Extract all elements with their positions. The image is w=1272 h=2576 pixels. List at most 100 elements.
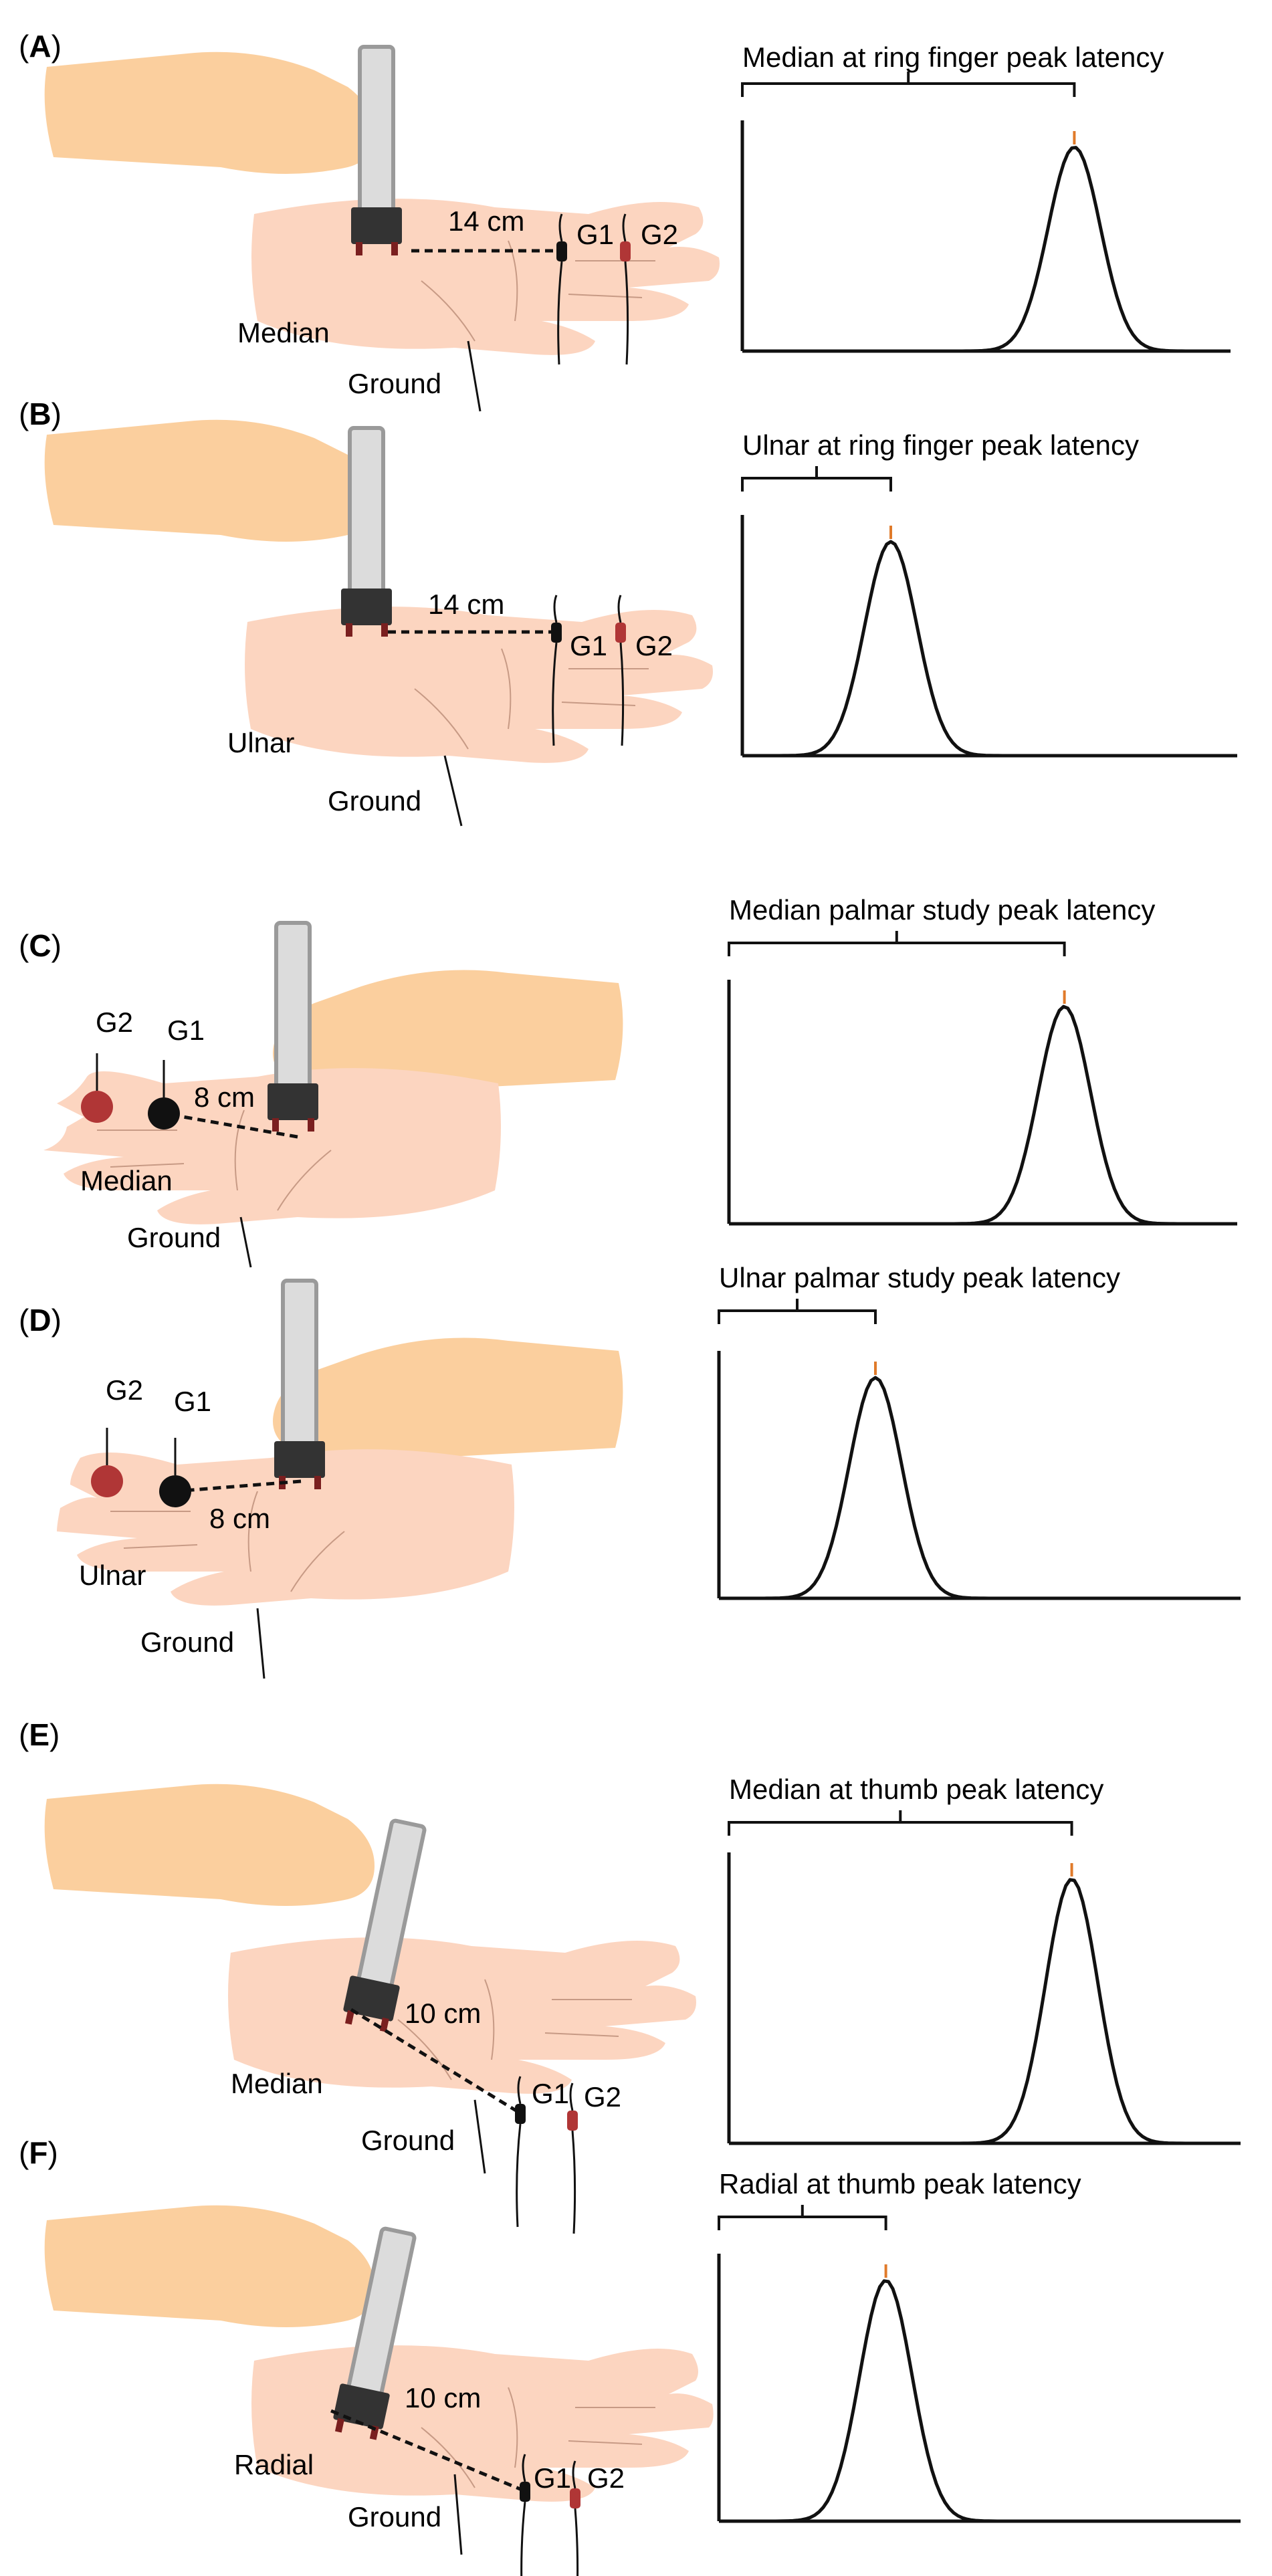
palm-crease (421, 280, 475, 342)
panel-label-paren: ( (19, 29, 29, 64)
snap-waveform (729, 1878, 1241, 2145)
stimulator-probe (343, 1818, 427, 2032)
g2-lead (617, 595, 622, 623)
patient-hand (228, 1937, 696, 2094)
distance-label: 14 cm (448, 205, 524, 237)
plot-caption: Median palmar study peak latency (729, 894, 1155, 926)
distance-line (163, 1111, 298, 1139)
g2-electrode (81, 1091, 113, 1123)
probe-tip (379, 2017, 389, 2032)
g1-label: G1 (570, 630, 607, 661)
g2-electrode (570, 2488, 580, 2508)
plot-caption: Ulnar palmar study peak latency (719, 1262, 1120, 1293)
g1-electrode (551, 623, 562, 643)
distance-label: 10 cm (405, 1998, 481, 2029)
latency-bracket (718, 2216, 887, 2230)
ground-label: Ground (140, 1626, 234, 1658)
probe-head (274, 1441, 325, 1478)
ground-lead (453, 2474, 463, 2555)
g1-label: G1 (167, 1014, 205, 1046)
ground-lead (473, 2099, 486, 2174)
distance-label: 8 cm (194, 1081, 255, 1113)
probe-handle (358, 45, 395, 216)
latency-bracket (741, 477, 892, 492)
distance-label: 14 cm (428, 588, 504, 620)
plot-caption: Ulnar at ring finger peak latency (742, 429, 1139, 461)
panel-label-paren: ( (19, 928, 29, 963)
panel-label-letter: A (29, 29, 51, 64)
probe-head (351, 207, 402, 244)
panel-label: (A) (19, 29, 62, 64)
nerve-label: Median (231, 2068, 323, 2099)
palm-crease (290, 1531, 345, 1592)
palm-crease (484, 1979, 495, 2060)
panel-label: (D) (19, 1303, 62, 1337)
panel-label-paren: ) (51, 397, 62, 431)
g1-electrode (556, 241, 567, 261)
ground-lead (443, 755, 463, 827)
palm-crease (277, 1150, 332, 1211)
latency-bracket (718, 1309, 877, 1324)
g1-label: G1 (532, 2078, 569, 2109)
g1-lead (553, 595, 558, 623)
finger-crease (568, 2440, 643, 2445)
distance-label: 8 cm (209, 1503, 270, 1534)
distance-label: 10 cm (405, 2382, 481, 2413)
plot-caption: Median at ring finger peak latency (742, 41, 1164, 73)
g2-lead (619, 642, 625, 746)
g2-electrode (91, 1465, 123, 1497)
g2-lead (572, 2460, 576, 2489)
panel-label-letter: E (29, 1717, 49, 1752)
ground-lead (467, 340, 482, 412)
distance-line (330, 2409, 526, 2493)
patient-hand (251, 2345, 714, 2502)
panel-label-paren: ) (47, 2135, 58, 2170)
palm-crease (508, 2387, 518, 2468)
g1-label: G1 (534, 2462, 571, 2494)
g1-label: G1 (576, 219, 614, 250)
panel-label-letter: D (29, 1303, 51, 1337)
g2-lead (624, 261, 629, 365)
g1-lead (552, 642, 558, 746)
probe-handle (348, 426, 385, 597)
g2-electrode (567, 2111, 578, 2131)
probe-head (341, 588, 392, 625)
stimulator-probe (268, 921, 318, 1132)
g1-label: G1 (174, 1386, 211, 1417)
palm-crease (234, 1109, 245, 1191)
g2-label: G2 (106, 1374, 143, 1406)
panel-label-paren: ( (19, 2135, 29, 2170)
waveform-plot (740, 466, 1237, 758)
snap-waveform (719, 1376, 1241, 1600)
panel-label: (F) (19, 2135, 58, 2170)
panel-label-paren: ( (19, 397, 29, 431)
nerve-label: Median (80, 1165, 173, 1196)
examiner-arm (273, 970, 623, 1094)
snap-waveform (719, 2279, 1241, 2523)
panel-label: (B) (19, 397, 62, 431)
probe-tip (381, 623, 388, 637)
g2-label: G2 (584, 2081, 621, 2113)
g2-electrode (615, 623, 626, 643)
probe-tip (344, 2010, 354, 2025)
g2-lead (622, 213, 627, 242)
g2-lead (571, 2130, 576, 2234)
panel-label: (E) (19, 1717, 60, 1752)
latency-bracket (728, 942, 1066, 956)
latency-bracket (741, 82, 1076, 97)
probe-handle (274, 921, 312, 1092)
g2-electrode (620, 241, 631, 261)
probe-tip (391, 242, 398, 255)
latency-bracket (728, 1821, 1073, 1836)
g1-lead (558, 213, 563, 242)
palm-crease (247, 1491, 258, 1572)
g1-lead (522, 2454, 526, 2482)
finger-crease (110, 1163, 185, 1168)
probe-tip (272, 1118, 279, 1132)
patient-hand (245, 607, 713, 763)
finger-crease (123, 1544, 198, 1549)
probe-handle (281, 1279, 318, 1450)
snap-waveform (729, 1004, 1237, 1226)
